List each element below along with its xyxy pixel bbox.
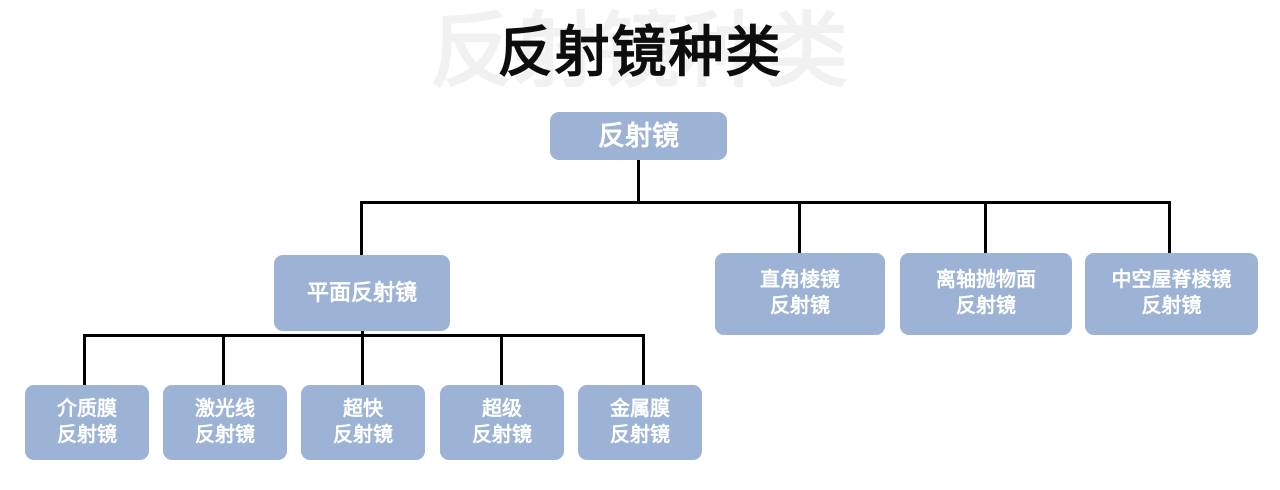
node-root-mirror[interactable]: 反射镜 <box>550 112 727 160</box>
connector-level2-bus <box>360 201 1171 204</box>
node-hollow-roof-prism-mirror[interactable]: 中空屋脊棱镜 反射镜 <box>1085 253 1258 335</box>
title-watermark: 反射镜种类 <box>429 6 850 97</box>
connector-drop-level2-3 <box>984 201 987 255</box>
connector-drop-level3-1 <box>83 334 86 385</box>
connector-drop-level2-2 <box>798 201 801 255</box>
title-block: 反射镜种类 反射镜种类 <box>0 0 1280 105</box>
connector-drop-level3-5 <box>642 334 645 385</box>
connector-drop-level3-3 <box>361 334 364 385</box>
page-title: 反射镜种类 <box>497 21 783 83</box>
node-metal-film-mirror[interactable]: 金属膜 反射镜 <box>578 385 702 460</box>
connector-level3-bus <box>83 334 645 337</box>
node-laser-line-mirror[interactable]: 激光线 反射镜 <box>163 385 287 460</box>
node-off-axis-parabolic-mirror[interactable]: 离轴抛物面 反射镜 <box>900 253 1072 335</box>
connector-drop-level3-2 <box>222 334 225 385</box>
connector-plane-stem <box>361 331 364 336</box>
connector-drop-level3-4 <box>500 334 503 385</box>
connector-root-stem <box>637 160 640 204</box>
connector-drop-level2-4 <box>1168 201 1171 255</box>
node-right-angle-prism-mirror[interactable]: 直角棱镜 反射镜 <box>715 253 885 335</box>
node-plane-mirror[interactable]: 平面反射镜 <box>274 255 450 331</box>
node-dielectric-film-mirror[interactable]: 介质膜 反射镜 <box>25 385 149 460</box>
node-supermirror[interactable]: 超级 反射镜 <box>440 385 564 460</box>
connector-drop-level2-1 <box>360 201 363 255</box>
node-ultrafast-mirror[interactable]: 超快 反射镜 <box>301 385 425 460</box>
